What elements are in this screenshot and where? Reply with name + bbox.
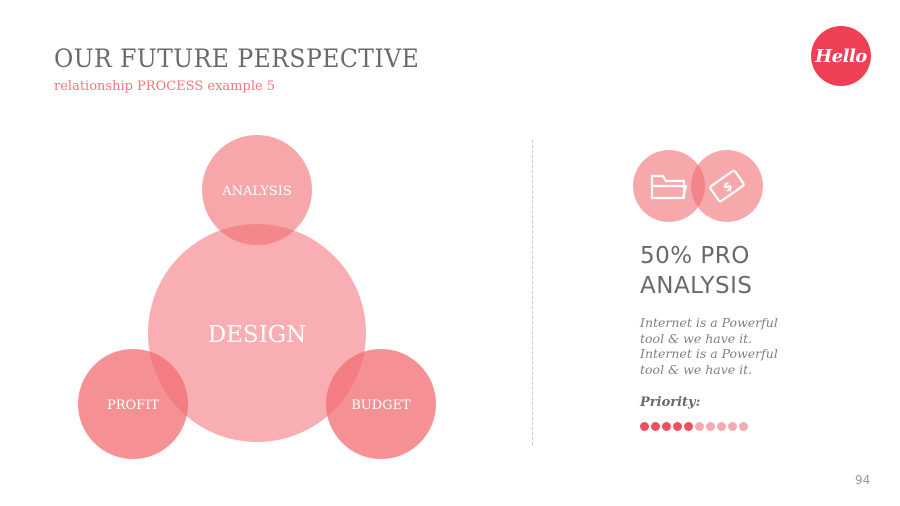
page-number: 94 (855, 473, 871, 487)
headline: 50% PRO ANALYSIS (640, 241, 840, 301)
headline-line-2: ANALYSIS (640, 273, 753, 299)
description-line-1: Internet is a Powerful (640, 315, 778, 330)
priority-rating (640, 422, 748, 431)
design-label: DESIGN (208, 322, 307, 348)
slide-subtitle: relationship PROCESS example 5 (54, 79, 276, 94)
hello-logo: Hello (811, 26, 871, 86)
logo-text: Hello (815, 45, 867, 67)
design-circle (148, 224, 366, 442)
icon-group: $ (633, 150, 765, 224)
description: Internet is a Powerful tool & we have it… (640, 315, 800, 377)
priority-dot (684, 422, 693, 431)
folder-icon (650, 174, 688, 200)
money-icon-circle: $ (691, 150, 763, 222)
slide-title: OUR FUTURE PERSPECTIVE (54, 44, 420, 73)
budget-label: BUDGET (351, 398, 411, 413)
priority-dot (728, 422, 737, 431)
vertical-divider (532, 140, 533, 445)
priority-dot (640, 422, 649, 431)
priority-label: Priority: (640, 395, 701, 410)
profit-circle (78, 349, 188, 459)
priority-dot (717, 422, 726, 431)
profit-label: PROFIT (107, 398, 159, 413)
venn-diagram: DESIGN ANALYSIS PROFIT BUDGET (78, 135, 436, 459)
analysis-circle (202, 135, 312, 245)
priority-dot (706, 422, 715, 431)
description-line-4: tool & we have it. (640, 361, 753, 377)
budget-circle (326, 349, 436, 459)
description-line-2: tool & we have it. (640, 330, 753, 346)
priority-dot (739, 422, 748, 431)
priority-dot (695, 422, 704, 431)
analysis-label: ANALYSIS (221, 184, 291, 199)
money-icon: $ (709, 169, 745, 203)
priority-dot (651, 422, 660, 431)
priority-dot (662, 422, 671, 431)
description-line-3: Internet is a Powerful (640, 346, 778, 361)
priority-dot (673, 422, 682, 431)
headline-line-1: 50% PRO (640, 243, 750, 269)
